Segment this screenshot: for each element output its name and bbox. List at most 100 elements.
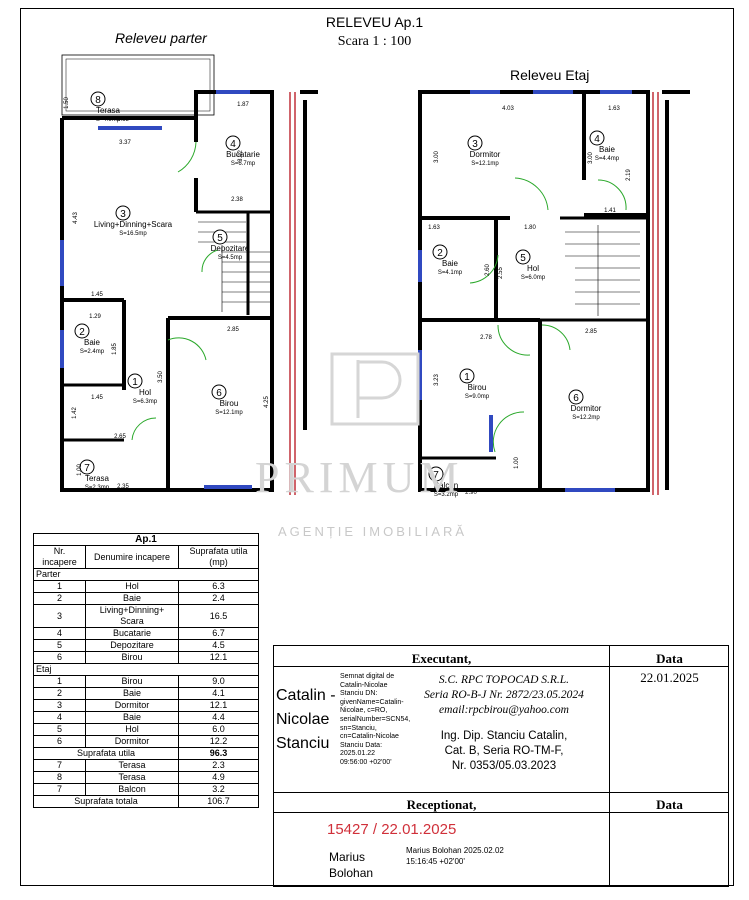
- dimension-label: 1.29: [89, 314, 101, 320]
- cell-nr: 4: [32, 711, 87, 724]
- cell-name: Birou: [85, 651, 179, 664]
- dimension-label: 3.23: [434, 374, 440, 386]
- room-area: S=4.5mp: [218, 255, 243, 261]
- digital-signature: Semnat digital de Catalin-Nicolae Stanci…: [340, 673, 411, 766]
- executant-date: 22.01.2025: [640, 670, 699, 685]
- registration-number: 15427 / 22.01.2025: [327, 821, 457, 838]
- room-number: 8: [95, 95, 101, 106]
- room-area: S=4.1mp: [438, 270, 463, 276]
- room-number: 3: [120, 209, 126, 220]
- room-area: S=3.2mp: [434, 492, 459, 498]
- dimension-label: 3.37: [119, 140, 131, 146]
- room-number: 4: [594, 134, 600, 145]
- totala-label: Suprafata totala: [33, 795, 179, 808]
- dimension-label: 1.85: [112, 343, 118, 355]
- dimension-label: 2.65: [114, 434, 126, 440]
- data-header-2: Data: [656, 797, 683, 812]
- cell-area: 6.0: [178, 723, 259, 736]
- dimension-label: 1.42: [72, 407, 78, 419]
- dimension-label: 1.63: [608, 106, 620, 112]
- dimension-label: 3.02: [238, 150, 244, 162]
- sheet-scale: Scara 1 : 100: [337, 34, 412, 49]
- parter-plan: [60, 54, 318, 495]
- cell-name: Living+Dinning+ Scara: [85, 604, 179, 628]
- cell-nr: 2: [32, 592, 87, 605]
- cell-area: 9.0: [178, 675, 259, 688]
- dimension-label: 1.87: [237, 102, 249, 108]
- dimension-label: 2.19: [626, 169, 632, 181]
- floor-plans: 8TerasaS=4.9mp4BucatarieS=6.7mp3Living+D…: [60, 54, 690, 498]
- cell-name: Dormitor: [85, 735, 179, 748]
- engineer-number: Nr. 0353/05.03.2023: [451, 760, 557, 772]
- dimension-label: 1.45: [91, 395, 103, 401]
- parter-plan-label: Relevеu parter: [115, 30, 207, 46]
- primum-logo-watermark: [330, 352, 420, 426]
- cell-nr: 7: [32, 783, 87, 796]
- parter-terrace-outline: [61, 54, 215, 116]
- company-name: S.C. RPC TOPOCAD S.R.L.: [438, 674, 570, 686]
- room-name: Baie: [442, 259, 459, 268]
- utila-value: 96.3: [178, 747, 259, 760]
- room-area: S=4.4mp: [595, 156, 620, 162]
- cell-name: Hol: [85, 580, 179, 593]
- executant-header: Executant,: [411, 651, 472, 666]
- room-number: 5: [217, 233, 223, 244]
- room-name: Depozitare: [211, 244, 250, 253]
- parter-terrace-inner: [65, 58, 211, 112]
- cell-name: Bucatarie: [85, 627, 179, 640]
- room-area: S=16.5mp: [119, 231, 147, 237]
- cell-nr: 5: [32, 639, 87, 652]
- engineer-info: Ing. Dip. Stanciu Catalin, Cat. B, Seria…: [399, 729, 609, 774]
- dimension-label: 1.00: [77, 464, 83, 476]
- room-name: Dormitor: [470, 150, 501, 159]
- room-number: 5: [520, 253, 526, 264]
- cell-name: Dormitor: [85, 699, 179, 712]
- room-name: Dormitor: [571, 404, 602, 413]
- header-nr: Nr. incapere: [32, 545, 87, 569]
- dimension-labels: 1.503.651.873.373.022.384.431.451.291.85…: [64, 97, 632, 496]
- dimension-label: 2.78: [480, 335, 492, 341]
- cell-nr: 6: [32, 651, 87, 664]
- section-etaj: Etaj: [33, 663, 259, 676]
- cell-nr: 7: [32, 759, 87, 772]
- parter-doors: [131, 141, 219, 441]
- room-area: S=4.9mp: [96, 117, 121, 123]
- dimension-label: 2.35: [117, 484, 129, 490]
- engineer-name: Ing. Dip. Stanciu Catalin,: [440, 730, 568, 742]
- cell-name: Baie: [85, 592, 179, 605]
- header-area: Suprafata utila (mp): [178, 545, 259, 569]
- room-number: 4: [230, 139, 236, 150]
- etaj-doors: [469, 177, 627, 453]
- room-name: Hol: [527, 264, 539, 273]
- room-area: S=6.0mp: [521, 275, 546, 281]
- section-parter: Parter: [33, 568, 259, 581]
- cell-name: Hol: [85, 723, 179, 736]
- room-number: 6: [573, 393, 579, 404]
- room-area: S=2.4mp: [80, 349, 105, 355]
- room-number: 7: [433, 470, 439, 481]
- cell-nr: 2: [32, 687, 87, 700]
- dimension-label: 4.25: [264, 396, 270, 408]
- sheet-frame: [20, 8, 734, 886]
- room-name: Hol: [139, 388, 151, 397]
- cell-name: Depozitare: [85, 639, 179, 652]
- room-name: Bucatarie: [226, 150, 260, 159]
- cell-area: 16.5: [178, 604, 259, 628]
- etaj-plan: [418, 90, 690, 495]
- signature-block: Executant, Data 22.01.2025 Catalin - Nic…: [273, 645, 729, 887]
- parter-windows: [60, 90, 252, 489]
